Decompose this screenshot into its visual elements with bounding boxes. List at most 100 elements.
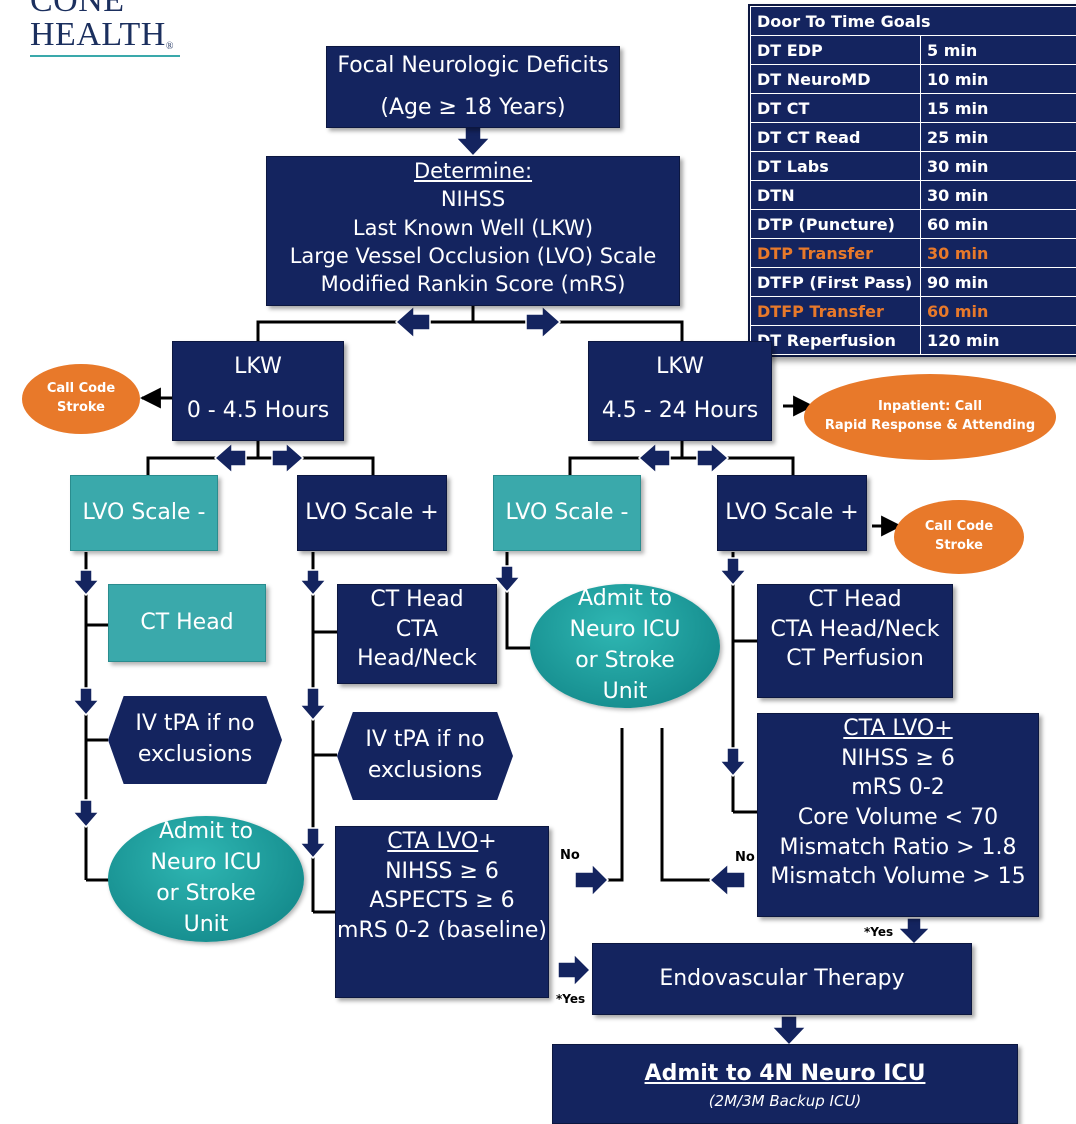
call-code-left-l1: Call Code (46, 381, 116, 397)
admit-right-l3: or Stroke (575, 648, 675, 673)
cta-lvo-mid-l3: mRS 0-2 (baseline) (337, 918, 547, 944)
goal-row: DTP (Puncture)60 min (749, 209, 1076, 239)
call-code-stroke-right: Call Code Stroke (894, 500, 1024, 574)
determine-nihss: NIHSS (440, 187, 506, 212)
goal-value: 15 min (920, 93, 1076, 123)
lvo-scale-positive-left: LVO Scale + (297, 475, 447, 551)
lvo-scale-positive-right: LVO Scale + (717, 475, 867, 551)
call-code-right-l1: Call Code (924, 519, 994, 535)
goal-value: 25 min (920, 122, 1076, 152)
cta-lvo-right-title: CTA LVO+ (843, 716, 953, 741)
cta-lvo-mid-plus: + (478, 829, 497, 854)
cta-lvo-right-l1: NIHSS ≥ 6 (841, 745, 955, 771)
ct-right-l2: CTA Head/Neck (770, 616, 940, 642)
admit-neuro-icu-right: Admit to Neuro ICU or Stroke Unit (530, 584, 720, 708)
lkw-4-5-24-box: LKW 4.5 - 24 Hours (588, 341, 772, 441)
goal-label: DT EDP (749, 35, 922, 65)
goal-value: 30 min (920, 238, 1076, 268)
admit-left-l1: Admit to (159, 819, 253, 845)
lvo-scale-negative-right: LVO Scale - (493, 475, 641, 551)
lvo-neg-left-label: LVO Scale - (82, 500, 206, 525)
ct-right-l3: CT Perfusion (786, 646, 924, 672)
admit-right-l1: Admit to (578, 586, 672, 612)
logo-line1: CONE (30, 0, 125, 19)
goal-label: DT Reperfusion (749, 325, 922, 355)
inpatient-l2: Rapid Response & Attending (824, 418, 1036, 433)
goals-title: Door To Time Goals (750, 6, 1076, 36)
determine-lkw: Last Known Well (LKW) (352, 215, 594, 240)
goal-value: 5 min (920, 35, 1076, 65)
no-label-right: No (735, 850, 755, 865)
call-code-stroke-left: Call Code Stroke (22, 364, 140, 434)
lvo-scale-negative-left: LVO Scale - (70, 475, 218, 551)
cta-lvo-mid-box: CTA LVO+ NIHSS ≥ 6 ASPECTS ≥ 6 mRS 0-2 (… (335, 826, 549, 998)
determine-box: Determine: NIHSS Last Known Well (LKW) L… (266, 156, 680, 306)
goal-label: DT NeuroMD (749, 64, 922, 94)
cta-lvo-mid-title-line: CTA LVO+ (336, 827, 548, 857)
ct-cta-mid-box: CT Head CTA Head/Neck (337, 584, 497, 684)
ct-cta-mid-l2: CTA (395, 616, 439, 642)
cta-lvo-right-l4: Mismatch Ratio > 1.8 (779, 834, 1017, 860)
iv-tpa-mid-l1: IV tPA if no (365, 727, 485, 753)
iv-tpa-mid-l2: exclusions (367, 758, 483, 783)
endovascular-label: Endovascular Therapy (659, 966, 905, 991)
goal-value: 120 min (920, 325, 1076, 355)
focal-deficits-box: Focal Neurologic Deficits (Age ≥ 18 Year… (326, 46, 620, 128)
goal-value: 10 min (920, 64, 1076, 94)
determine-title: Determine: (413, 159, 533, 183)
ct-cta-mid-l3: Head/Neck (357, 646, 477, 672)
ct-head-left-box: CT Head (108, 584, 266, 662)
lkw-left-hours: 0 - 4.5 Hours (186, 397, 330, 423)
call-code-right-l2: Stroke (934, 538, 984, 553)
admit-left-l2: Neuro ICU (150, 850, 262, 876)
goal-label: DTFP Transfer (749, 296, 922, 326)
inpatient-l1: Inpatient: Call (877, 399, 983, 415)
focal-line2: (Age ≥ 18 Years) (380, 94, 566, 120)
goal-value: 90 min (920, 267, 1076, 297)
goal-label: DT CT (749, 93, 922, 123)
goal-label: DT CT Read (749, 122, 922, 152)
determine-mrs: Modified Rankin Score (mRS) (320, 272, 626, 297)
lkw-left-title: LKW (234, 354, 282, 379)
lkw-right-title: LKW (656, 354, 704, 379)
endovascular-therapy-box: Endovascular Therapy (592, 943, 972, 1015)
logo-underline (30, 55, 180, 57)
goal-label: DTN (749, 180, 922, 210)
determine-lvo: Large Vessel Occlusion (LVO) Scale (289, 244, 657, 269)
logo-registered-mark: ® (165, 41, 174, 52)
iv-tpa-left-l1: IV tPA if no (135, 711, 255, 737)
goal-label: DT Labs (749, 151, 922, 181)
ct-cta-mid-l1: CT Head (370, 587, 464, 612)
iv-tpa-left: IV tPA if no exclusions (108, 696, 282, 784)
admit-left-l3: or Stroke (156, 881, 256, 906)
admit-left-l4: Unit (183, 911, 229, 937)
admit-neuro-icu-left: Admit to Neuro ICU or Stroke Unit (108, 816, 304, 942)
lvo-neg-right-label: LVO Scale - (505, 500, 629, 525)
lkw-0-4-5-box: LKW 0 - 4.5 Hours (172, 341, 344, 441)
ct-right-l1: CT Head (808, 587, 902, 612)
goal-value: 60 min (920, 209, 1076, 239)
goal-value: 60 min (920, 296, 1076, 326)
yes-label-right: *Yes (864, 925, 894, 939)
goal-value: 30 min (920, 180, 1076, 210)
lvo-pos-right-label: LVO Scale + (725, 500, 859, 525)
cta-lvo-right-l2: mRS 0-2 (851, 775, 945, 801)
lvo-pos-left-label: LVO Scale + (305, 500, 439, 525)
call-code-left-l2: Stroke (56, 400, 106, 415)
inpatient-rapid-response: Inpatient: Call Rapid Response & Attendi… (804, 374, 1056, 460)
yes-label-mid: *Yes (556, 992, 586, 1006)
logo-line2: HEALTH (30, 16, 166, 53)
admit-4n-sub: (2M/3M Backup ICU) (708, 1091, 862, 1110)
ct-perfusion-right-box: CT Head CTA Head/Neck CT Perfusion (757, 584, 953, 698)
lkw-right-hours: 4.5 - 24 Hours (601, 397, 759, 423)
cta-lvo-right-box: CTA LVO+ NIHSS ≥ 6 mRS 0-2 Core Volume <… (757, 713, 1039, 917)
